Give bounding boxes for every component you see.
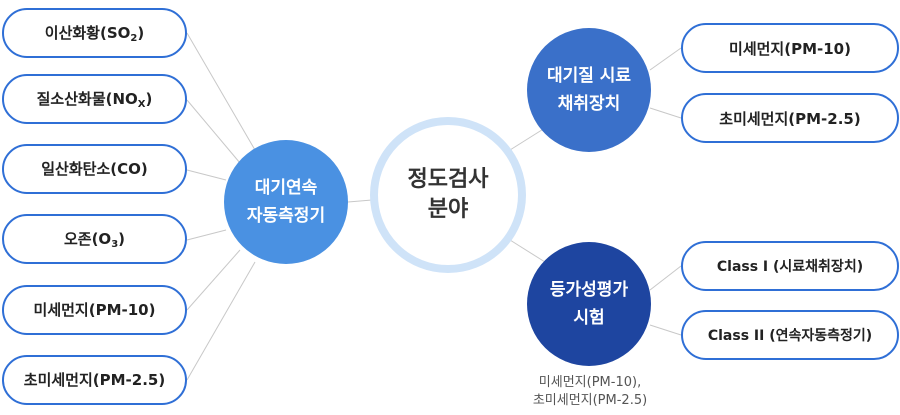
item-label: Class II (연속자동측정기) [707, 328, 873, 344]
item-label: 미세먼지(PM-10) [33, 301, 156, 319]
left-item-so2: 이산화황(SO2) [2, 8, 187, 58]
connector-line [186, 32, 256, 151]
connector-line [649, 107, 682, 119]
connector-line [649, 265, 682, 291]
connector-line [649, 47, 682, 71]
left-item-nox: 질소산화물(NOX) [2, 74, 187, 124]
hub-label-line1: 대기질 시료 [546, 66, 632, 86]
item-label: Class I (시료채취장치) [716, 259, 864, 275]
item-label: 오존(O3) [63, 230, 126, 250]
top-item-pm25: 초미세먼지(PM-2.5) [681, 93, 899, 143]
bottom-item-class2: Class II (연속자동측정기) [681, 310, 899, 360]
connector-line [649, 324, 682, 336]
left-item-pm25: 초미세먼지(PM-2.5) [2, 355, 187, 405]
item-label: 이산화황(SO2) [44, 24, 145, 44]
center-label-line1: 정도검사 [407, 167, 489, 192]
hub-label-line1: 대기연속 [254, 178, 318, 198]
item-label: 초미세먼지(PM-2.5) [719, 109, 861, 128]
bottom-note: 미세먼지(PM-10), 초미세먼지(PM-2.5) [505, 374, 675, 410]
note-line1: 미세먼지(PM-10), [538, 375, 642, 390]
hub-label-line2: 시험 [573, 308, 605, 328]
hub-label-line2: 자동측정기 [246, 206, 326, 226]
bottom-item-class1: Class I (시료채취장치) [681, 241, 899, 291]
left-item-o3: 오존(O3) [2, 214, 187, 264]
note-line2: 초미세먼지(PM-2.5) [532, 393, 648, 408]
connector-line [509, 127, 546, 151]
item-label: 일산화탄소(CO) [41, 160, 148, 178]
connector-line [186, 249, 241, 311]
connector-line [186, 229, 227, 241]
connector-line [186, 261, 256, 381]
connector-line [186, 169, 227, 181]
connector-line [186, 99, 241, 164]
connector-line [347, 199, 373, 203]
item-label: 미세먼지(PM-10) [729, 39, 851, 58]
connector-line [509, 239, 546, 263]
hub-label-line1: 등가성평가 [549, 280, 629, 300]
hub-label-line2: 채취장치 [557, 94, 621, 114]
top-item-pm10: 미세먼지(PM-10) [681, 23, 899, 73]
left-item-pm10: 미세먼지(PM-10) [2, 285, 187, 335]
item-label: 초미세먼지(PM-2.5) [23, 371, 166, 389]
left-item-co: 일산화탄소(CO) [2, 144, 187, 194]
center-label-line2: 분야 [427, 197, 469, 222]
item-label: 질소산화물(NOX) [36, 90, 153, 110]
